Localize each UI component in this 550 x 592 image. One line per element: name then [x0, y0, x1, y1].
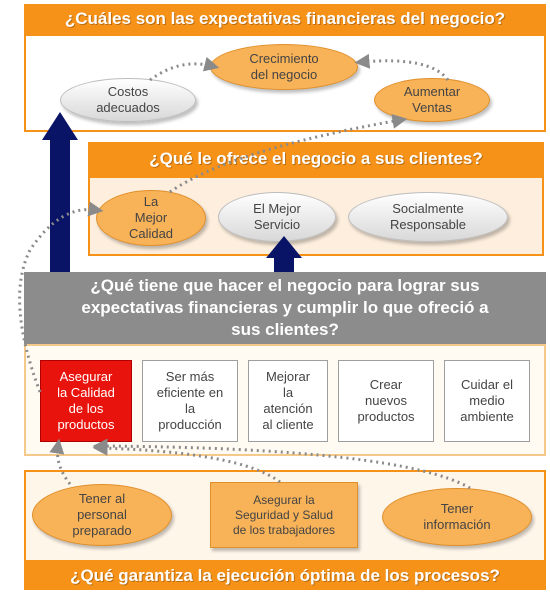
navy-arrow-left: [42, 112, 78, 272]
financial-item-sales: Aumentar Ventas: [374, 78, 490, 122]
process-item-environment: Cuidar el medio ambiente: [444, 360, 530, 442]
financial-item-costs: Costos adecuados: [60, 78, 196, 122]
process-item-service: Mejorar la atención al cliente: [248, 360, 328, 442]
learning-item-personnel: Tener al personal preparado: [32, 484, 172, 546]
process-item-new-products: Crear nuevos productos: [338, 360, 434, 442]
learning-item-safety: Asegurar la Seguridad y Salud de los tra…: [210, 482, 358, 548]
financial-item-growth: Crecimiento del negocio: [210, 44, 358, 90]
process-item-efficiency: Ser más eficiente en la producción: [142, 360, 238, 442]
learning-item-information: Tener información: [382, 488, 532, 546]
process-item-quality: Asegurar la Calidad de los productos: [40, 360, 132, 442]
processes-title: ¿Qué tiene que hacer el negocio para log…: [24, 272, 546, 344]
financial-title: ¿Cuáles son las expectativas financieras…: [24, 4, 546, 34]
customers-item-responsible: Socialmente Responsable: [348, 192, 508, 242]
learning-title: ¿Qué garantiza la ejecución óptima de lo…: [24, 562, 546, 590]
customers-item-service: El Mejor Servicio: [218, 192, 336, 242]
customers-item-quality: La Mejor Calidad: [96, 190, 206, 246]
customers-title: ¿Qué le ofrece el negocio a sus clientes…: [88, 142, 544, 176]
